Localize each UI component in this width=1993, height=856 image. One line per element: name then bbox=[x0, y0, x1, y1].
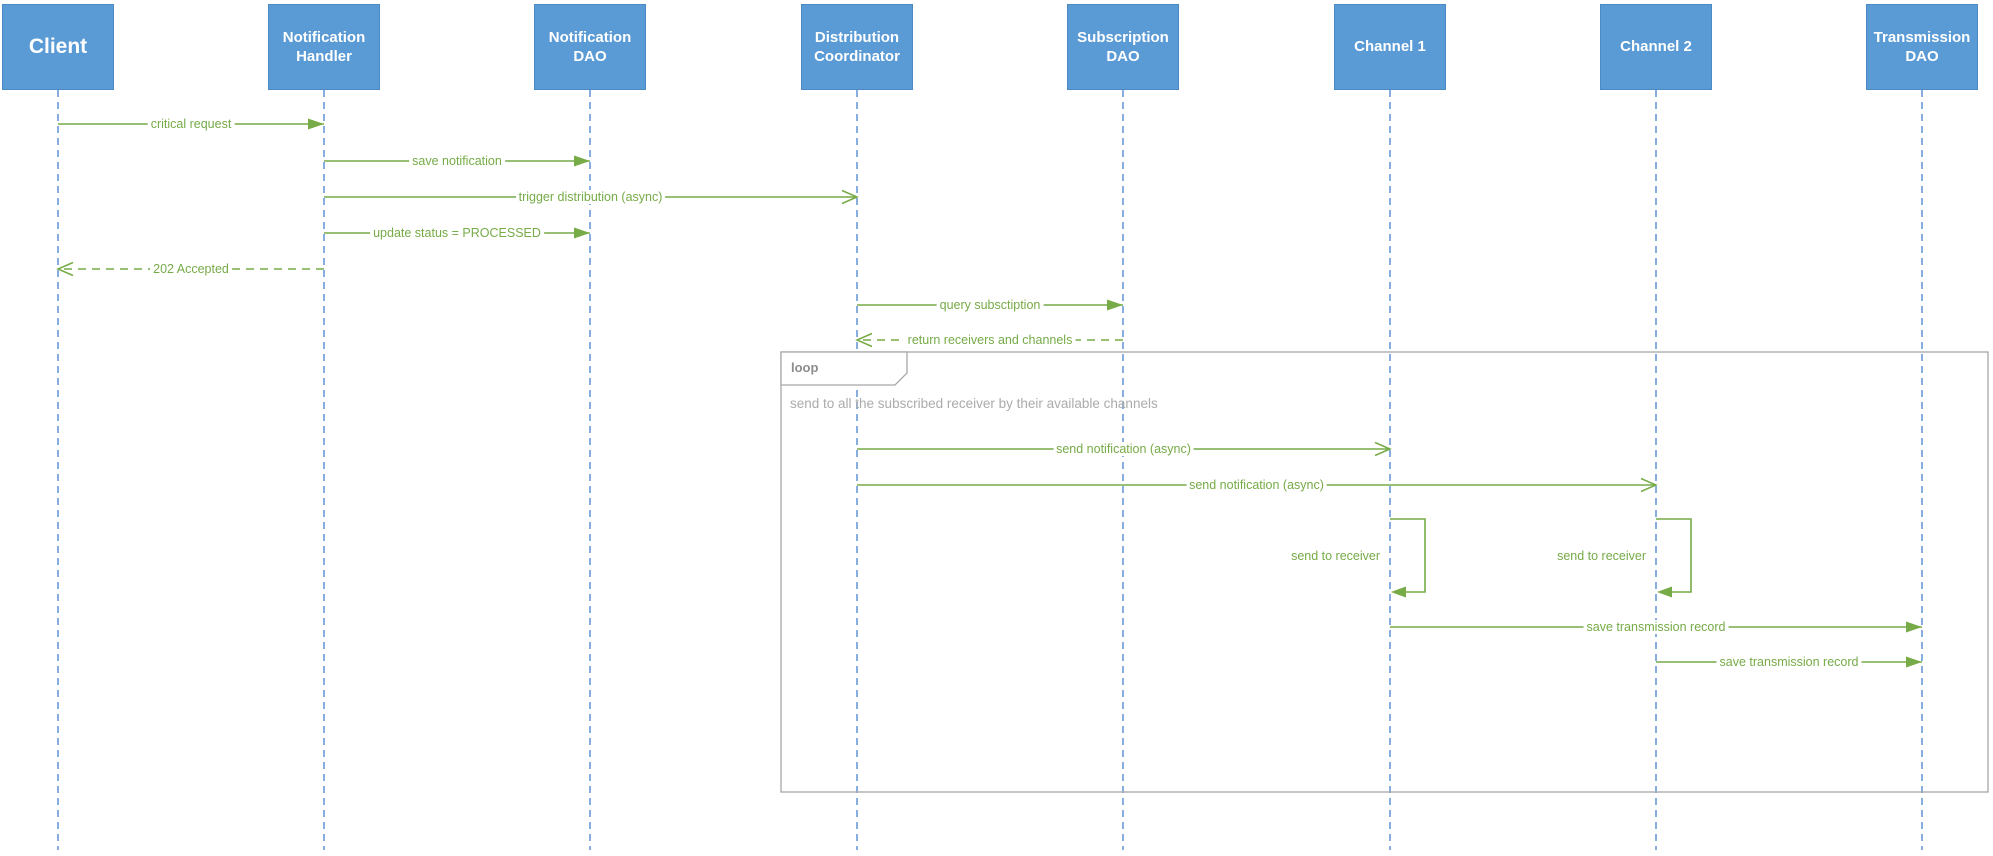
arrowhead-open-icon bbox=[1374, 441, 1392, 457]
message-label: update status = PROCESSED bbox=[370, 226, 544, 240]
actor-label-line: Distribution bbox=[814, 28, 900, 46]
loop-frame bbox=[780, 351, 1989, 793]
actor-label-line: Notification bbox=[548, 28, 632, 46]
arrowhead-filled-icon bbox=[574, 155, 590, 167]
message-label: send to receiver bbox=[1557, 548, 1646, 563]
arrowhead-filled-icon bbox=[1391, 586, 1406, 598]
arrowhead-filled-icon bbox=[574, 227, 590, 239]
actor-label-line: Handler bbox=[296, 48, 352, 65]
message-label: query subsctiption bbox=[936, 298, 1044, 312]
message-label: send notification (async) bbox=[1186, 478, 1327, 492]
actor-channel-2: Channel 2 bbox=[1600, 4, 1712, 90]
actor-label-line: DAO bbox=[1106, 48, 1140, 65]
actor-label-line: Channel 2 bbox=[1620, 38, 1692, 56]
actor-channel-1: Channel 1 bbox=[1334, 4, 1446, 90]
arrowhead-filled-icon bbox=[1657, 586, 1672, 598]
actor-label-line: Transmission bbox=[1873, 28, 1971, 46]
self-message-line bbox=[1656, 518, 1692, 593]
arrowhead-filled-icon bbox=[1906, 621, 1922, 633]
actor-label-line: Client bbox=[28, 35, 88, 59]
self-message-line bbox=[1390, 518, 1426, 593]
message-label: critical request bbox=[147, 117, 235, 131]
loop-frame-tab bbox=[780, 351, 908, 386]
arrowhead-open-icon bbox=[855, 332, 873, 348]
actor-label-line: DAO bbox=[1905, 48, 1939, 65]
loop-guard-text: send to all the subscribed receiver by t… bbox=[790, 396, 1158, 411]
actor-label-line: Coordinator bbox=[814, 48, 900, 65]
actor-label-line: Notification bbox=[282, 28, 366, 46]
actor-client: Client bbox=[2, 4, 114, 90]
arrowhead-open-icon bbox=[1640, 477, 1658, 493]
message-label: 202 Accepted bbox=[150, 262, 232, 276]
message-label: trigger distribution (async) bbox=[515, 190, 666, 204]
arrowhead-filled-icon bbox=[1906, 656, 1922, 668]
arrowhead-open-icon bbox=[841, 189, 859, 205]
message-label: save transmission record bbox=[1583, 620, 1729, 634]
message-label: send to receiver bbox=[1291, 548, 1380, 563]
message-label: save transmission record bbox=[1716, 655, 1862, 669]
actor-label-line: DAO bbox=[573, 48, 607, 65]
message-label: save notification bbox=[409, 154, 505, 168]
arrowhead-filled-icon bbox=[1107, 299, 1123, 311]
actor-label-line: Subscription bbox=[1077, 28, 1169, 46]
message-label: return receivers and channels bbox=[904, 333, 1076, 347]
arrowhead-open-icon bbox=[56, 261, 74, 277]
message-label: send notification (async) bbox=[1053, 442, 1194, 456]
actor-label-line: Channel 1 bbox=[1354, 38, 1426, 56]
arrowhead-filled-icon bbox=[308, 118, 324, 130]
loop-operator-label: loop bbox=[791, 360, 819, 375]
